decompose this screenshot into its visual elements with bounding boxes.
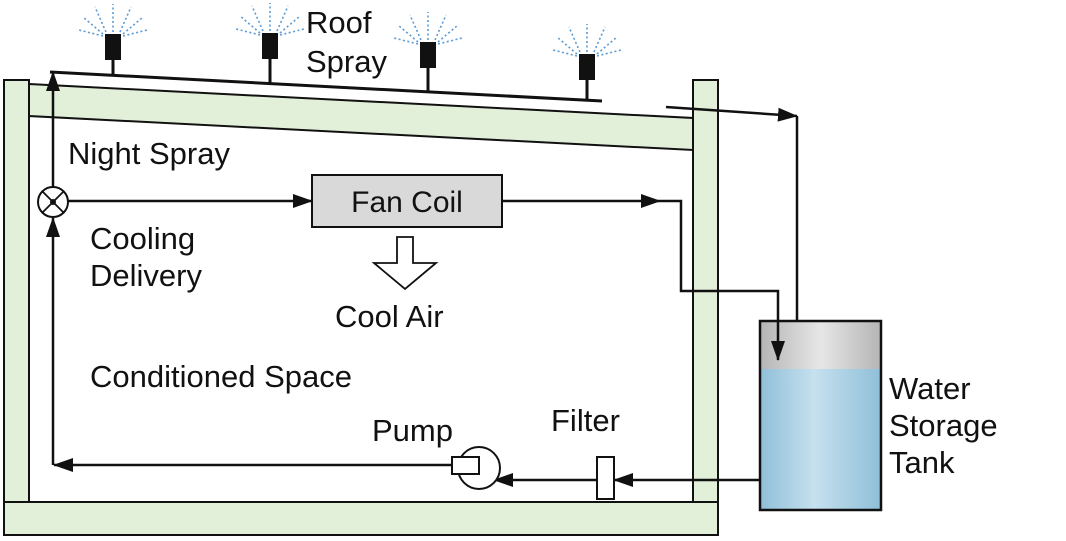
right-wall [692, 79, 719, 536]
roof-spray-label-line2: Spray [306, 44, 387, 79]
conditioned-space-label: Conditioned Space [90, 359, 352, 394]
cool-air-label: Cool Air [335, 299, 444, 334]
sprinkler-icon [393, 12, 463, 92]
sprinkler-icon [78, 4, 148, 75]
tank-label: Water [889, 371, 971, 406]
tank-label-line2: Storage [889, 408, 998, 443]
roof-spray-label: Roof [306, 5, 372, 40]
roof-spray-pipe [49, 70, 603, 103]
building-envelope [3, 79, 719, 536]
sprinkler-icon [552, 24, 622, 100]
pump-label: Pump [372, 413, 453, 448]
cooling-delivery-label: Cooling [90, 221, 195, 256]
roof-spray-system [49, 3, 622, 103]
tank-label-line3: Tank [889, 445, 955, 480]
cooling-delivery-label-line2: Delivery [90, 258, 202, 293]
down-arrow-icon [371, 236, 439, 291]
valve-icon [37, 186, 69, 218]
floor-slab [3, 501, 719, 536]
tank-outline [758, 319, 883, 512]
night-spray-label: Night Spray [68, 136, 230, 171]
fan-coil-label: Fan Coil [351, 186, 463, 219]
tank-water [760, 369, 881, 510]
water-storage-tank [758, 319, 883, 512]
return-to-tank-line [660, 199, 785, 361]
filter-label: Filter [551, 403, 620, 438]
left-wall [3, 79, 30, 536]
pump-icon [451, 446, 501, 490]
roof-return-line [665, 105, 798, 122]
sprinkler-icon [235, 3, 305, 83]
fan-coil-unit [311, 174, 503, 228]
filter-icon [596, 456, 615, 500]
roof-slab [28, 82, 694, 152]
